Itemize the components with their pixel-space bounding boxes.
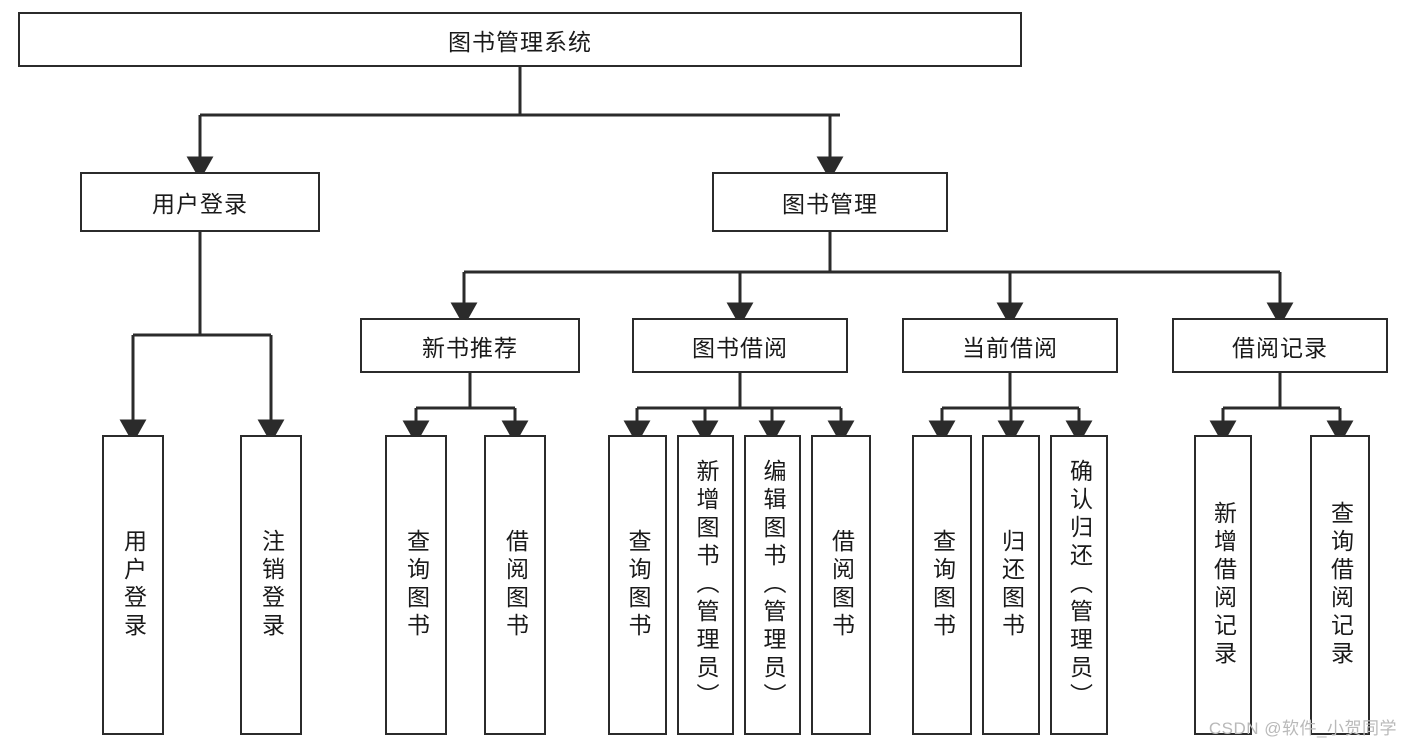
node-level1[interactable]: 用户登录 [80,172,320,232]
node-leaf-label: 查询图书 [625,529,651,641]
node-leaf[interactable]: 编辑图书（管理员） [744,435,801,735]
node-leaf-label: 借阅图书 [828,529,855,641]
node-leaf[interactable]: 新增图书（管理员） [677,435,734,735]
node-level1-label: 用户登录 [152,191,248,217]
node-leaf-label: 新增借阅记录 [1210,501,1237,669]
node-leaf[interactable]: 借阅图书 [811,435,871,735]
node-leaf[interactable]: 新增借阅记录 [1194,435,1252,735]
node-leaf[interactable]: 查询借阅记录 [1310,435,1370,735]
node-leaf-label: 确认归还（管理员） [1066,459,1093,711]
node-leaf[interactable]: 查询图书 [912,435,972,735]
node-level2-label: 新书推荐 [422,334,518,361]
node-leaf[interactable]: 查询图书 [608,435,667,735]
node-leaf-label: 注销登录 [258,529,285,641]
node-leaf[interactable]: 借阅图书 [484,435,546,735]
node-level2[interactable]: 借阅记录 [1172,318,1388,373]
node-leaf-label: 用户登录 [120,529,147,641]
node-level2-label: 图书借阅 [692,334,788,361]
node-level2-label: 借阅记录 [1232,334,1328,361]
node-leaf-label: 借阅图书 [502,529,529,641]
node-leaf[interactable]: 查询图书 [385,435,447,735]
node-leaf[interactable]: 确认归还（管理员） [1050,435,1108,735]
node-leaf[interactable]: 注销登录 [240,435,302,735]
node-root[interactable]: 图书管理系统 [18,12,1022,67]
node-leaf-label: 查询图书 [403,529,430,641]
node-level2[interactable]: 当前借阅 [902,318,1118,373]
node-level2-label: 当前借阅 [962,334,1058,361]
node-leaf-label: 编辑图书（管理员） [760,459,786,711]
node-leaf[interactable]: 用户登录 [102,435,164,735]
node-leaf-label: 查询图书 [929,529,956,641]
node-leaf-label: 归还图书 [998,529,1025,641]
node-level2[interactable]: 新书推荐 [360,318,580,373]
node-leaf-label: 新增图书（管理员） [693,459,719,711]
node-leaf-label: 查询借阅记录 [1327,501,1354,669]
node-leaf[interactable]: 归还图书 [982,435,1040,735]
node-root-label: 图书管理系统 [448,28,592,55]
node-level2[interactable]: 图书借阅 [632,318,848,373]
node-level1[interactable]: 图书管理 [712,172,948,232]
node-level1-label: 图书管理 [782,191,878,217]
